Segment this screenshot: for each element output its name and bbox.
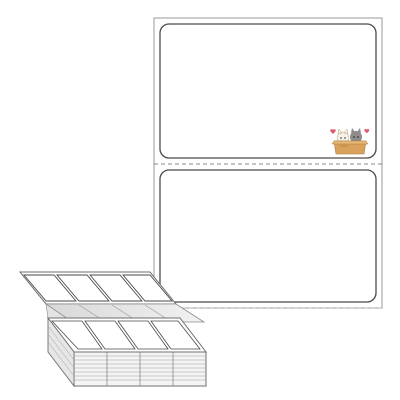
label-sheet	[153, 17, 383, 309]
cat-box-icon	[330, 128, 370, 155]
fanfold-top-strip	[18, 271, 178, 305]
fanfold-label-stack	[18, 271, 208, 388]
top-label	[159, 23, 377, 159]
bottom-label	[159, 169, 377, 303]
fanfold-stack-top	[46, 317, 208, 353]
fanfold-stack-side	[47, 316, 207, 388]
